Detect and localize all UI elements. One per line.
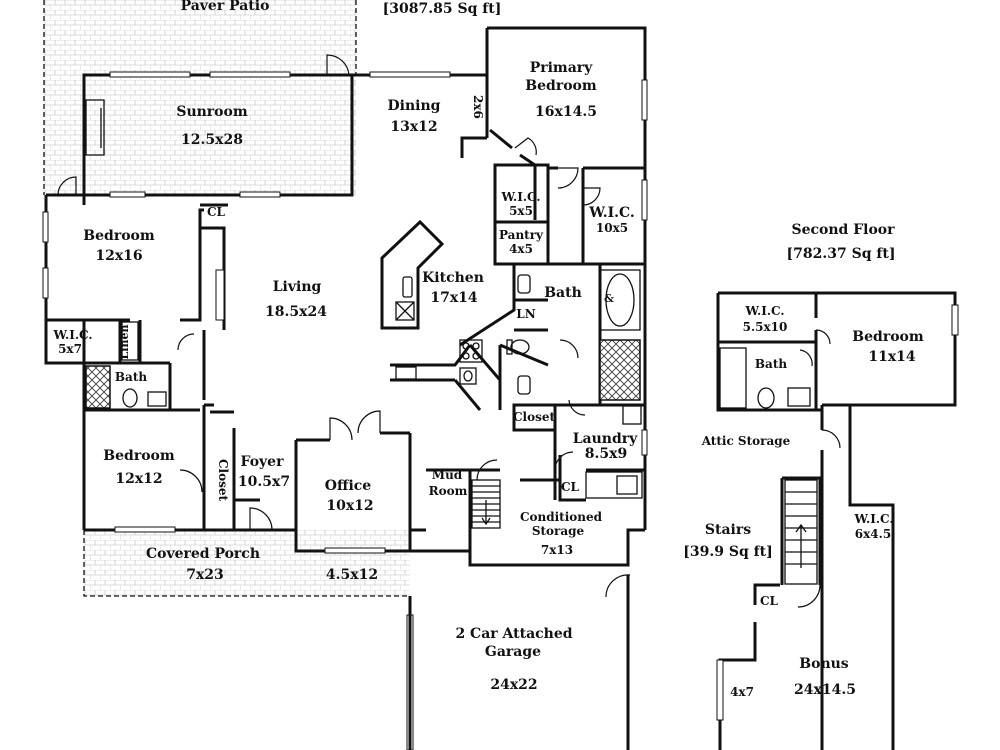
paver-patio: [43, 0, 357, 195]
sf-wic-top-label: W.I.C.: [744, 304, 784, 318]
sf-attic-label: Attic Storage: [701, 434, 791, 448]
conditioned-storage-label-2: Storage: [532, 524, 585, 538]
covered-porch-label: Covered Porch: [146, 546, 260, 562]
second-floor-title: Second Floor: [791, 222, 895, 238]
doors: [57, 54, 631, 598]
kitchen-label: Kitchen: [422, 270, 484, 286]
mud-room-label-1: Mud: [432, 468, 463, 482]
sf-bedroom-label: Bedroom: [852, 329, 924, 345]
sf-stairs-total: [39.9 Sq ft]: [683, 544, 772, 560]
sf-wic-right-label: W.I.C.: [853, 512, 893, 526]
closet-bedroom-label: Closet: [216, 459, 230, 502]
conditioned-storage-label-1: Conditioned: [520, 510, 603, 524]
laundry-size: 8.5x9: [585, 446, 627, 462]
bedroom-12x16-size: 12x16: [95, 248, 142, 264]
paver-patio-label: Paver Patio: [181, 0, 270, 14]
cl-near-bedroom-label: CL: [207, 205, 226, 219]
living-label: Living: [273, 279, 322, 295]
interior-walls: [46, 99, 645, 551]
wic-5x7-label: W.I.C.: [52, 328, 92, 342]
sf-cl-label: CL: [760, 594, 779, 608]
primary-bedroom-label-1: Primary: [530, 60, 593, 76]
garage-label-1: 2 Car Attached: [455, 626, 572, 642]
closet-2x6-size: 2x6: [471, 95, 485, 119]
pantry-label: Pantry: [499, 228, 544, 242]
wic-5x5-label: W.I.C.: [500, 190, 540, 204]
hall-bath-label: Bath: [115, 370, 147, 384]
sf-bedroom-size: 11x14: [868, 349, 916, 365]
sf-bonus-size: 24x14.5: [794, 682, 856, 698]
porch-4-5x12-size: 4.5x12: [326, 567, 378, 583]
mud-room-label-2: Room: [429, 484, 468, 498]
covered-porch: [83, 530, 410, 597]
bedroom-12x16-label: Bedroom: [83, 228, 155, 244]
bedroom-12x12-label: Bedroom: [103, 448, 175, 464]
garage-label-2: Garage: [485, 644, 541, 660]
sf-closet-4x7-size: 4x7: [730, 685, 754, 699]
primary-bedroom-label-2: Bedroom: [525, 78, 597, 94]
sunroom-label: Sunroom: [176, 104, 248, 120]
office-label: Office: [325, 478, 372, 494]
conditioned-storage-size: 7x13: [541, 543, 573, 557]
second-floor-total: [782.37 Sq ft]: [787, 246, 896, 262]
wic-5x5-size: 5x5: [509, 204, 533, 218]
laundry-label: Laundry: [573, 431, 638, 447]
fixtures: &: [85, 269, 643, 529]
foyer-label: Foyer: [241, 454, 285, 470]
svg-text:&: &: [604, 292, 614, 305]
covered-porch-size: 7x23: [186, 567, 224, 583]
kitchen-size: 17x14: [430, 290, 478, 306]
wic-5x7-size: 5x7: [58, 342, 82, 356]
sf-bonus-label: Bonus: [799, 656, 849, 672]
sf-bath-label: Bath: [755, 357, 787, 371]
sf-wic-top-size: 5.5x10: [743, 320, 788, 334]
garage-walls: [408, 575, 630, 750]
pantry-size: 4x5: [509, 242, 533, 256]
linen-closet-label: LN: [516, 307, 535, 321]
foyer-size: 10.5x7: [238, 474, 290, 490]
dining-size: 13x12: [390, 119, 437, 135]
second-floor-walls: [716, 291, 959, 750]
primary-bath-label: Bath: [544, 285, 582, 301]
sf-wic-right-size: 6x4.5: [855, 527, 891, 541]
cl-laundry-label: CL: [561, 480, 580, 494]
office-size: 10x12: [326, 498, 373, 514]
main-floor-total-label: [3087.85 Sq ft]: [383, 1, 502, 17]
sf-stairs-label: Stairs: [705, 522, 751, 538]
bedroom-12x12-size: 12x12: [115, 471, 162, 487]
wic-10x5-label: W.I.C.: [588, 205, 635, 221]
wic-10x5-size: 10x5: [596, 221, 628, 235]
primary-bedroom-size: 16x14.5: [535, 104, 597, 120]
dining-label: Dining: [388, 98, 441, 114]
room-labels: Paver Patio [3087.85 Sq ft] Sunroom 12.5…: [52, 0, 923, 699]
garage-size: 24x22: [490, 677, 537, 693]
linen-label: Linen: [118, 325, 131, 360]
closet-hall-label: Closet: [513, 410, 556, 424]
sunroom-size: 12.5x28: [181, 132, 243, 148]
living-size: 18.5x24: [265, 304, 327, 320]
